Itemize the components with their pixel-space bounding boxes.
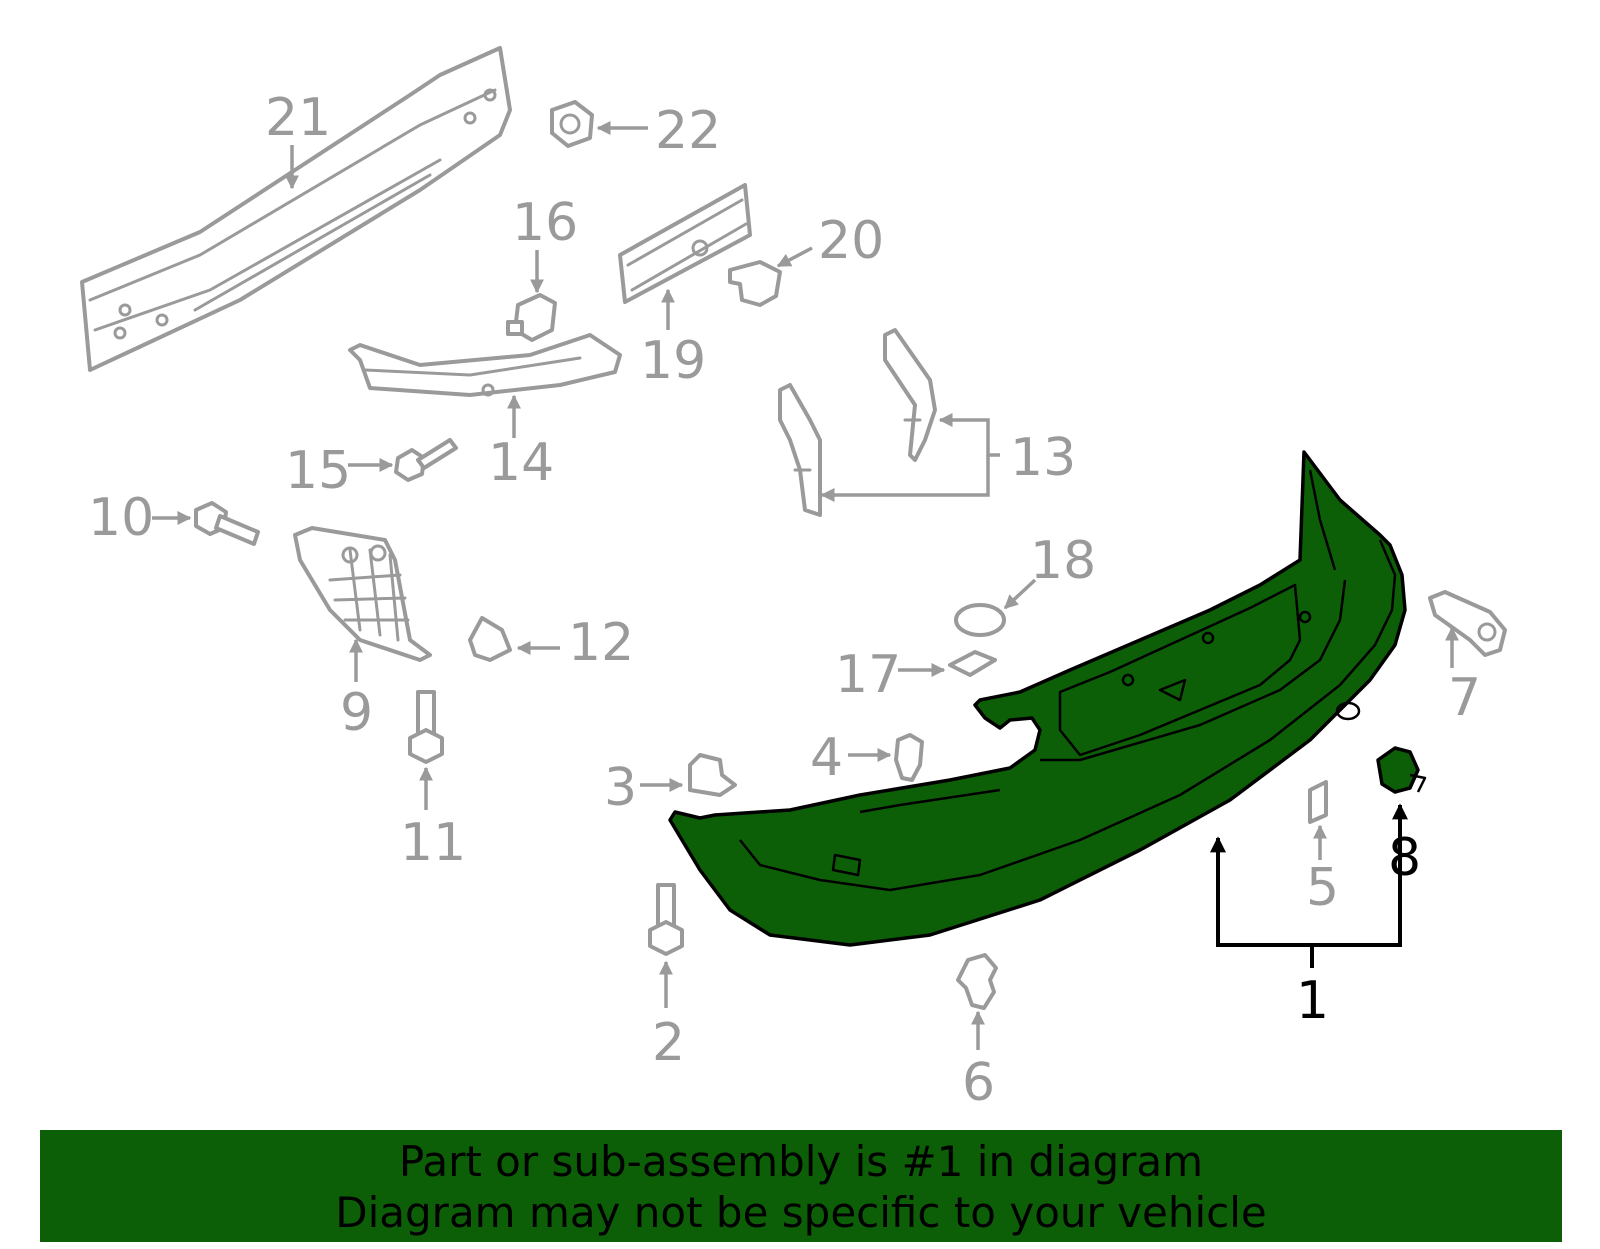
- callout-12: 12: [516, 613, 634, 673]
- part-17-pad[interactable]: [948, 650, 997, 677]
- callout-17: 17: [835, 645, 946, 705]
- part-4-clip[interactable]: [894, 733, 924, 782]
- callout-number-6: 6: [962, 1053, 995, 1113]
- callout-21: 21: [265, 88, 331, 190]
- part-6-push-pin[interactable]: [956, 953, 998, 1010]
- callout-22: 22: [596, 101, 721, 161]
- part-15-bolt[interactable]: [394, 438, 458, 482]
- callout-3: 3: [604, 758, 684, 818]
- part-19-license-bracket[interactable]: [618, 183, 752, 304]
- callout-6: 6: [962, 1010, 995, 1113]
- callout-number-15: 15: [285, 441, 351, 501]
- callout-number-5: 5: [1306, 858, 1339, 918]
- callout-15: 15: [285, 441, 394, 501]
- part-10-bolt[interactable]: [194, 501, 260, 546]
- callout-number-10: 10: [88, 488, 154, 548]
- part-2-bolt[interactable]: [648, 883, 684, 956]
- callout-2: 2: [652, 960, 685, 1073]
- part-13-side-brackets[interactable]: [778, 328, 937, 517]
- callout-number-17: 17: [835, 645, 901, 705]
- part-8-sensor-cap[interactable]: [1376, 746, 1427, 794]
- part-9-side-grille[interactable]: [293, 526, 432, 662]
- banner-line-2: Diagram may not be specific to your vehi…: [335, 1188, 1267, 1237]
- callout-number-18: 18: [1030, 531, 1096, 591]
- callout-4: 4: [810, 728, 892, 788]
- callout-8: 8: [1388, 828, 1421, 888]
- part-16-clip[interactable]: [506, 293, 557, 342]
- callout-number-16: 16: [512, 193, 578, 253]
- callout-19: 19: [640, 288, 706, 391]
- part-5-pad[interactable]: [1308, 780, 1328, 824]
- callout-14: 14: [488, 394, 554, 493]
- part-11-bolt[interactable]: [408, 690, 444, 764]
- callout-number-4: 4: [810, 728, 843, 788]
- part-3-retainer[interactable]: [688, 753, 737, 797]
- callout-10: 10: [88, 488, 192, 548]
- part-7-side-bracket[interactable]: [1428, 590, 1507, 657]
- callout-number-9: 9: [340, 683, 373, 743]
- callout-20: 20: [776, 211, 884, 271]
- info-banner: Part or sub-assembly is #1 in diagram Di…: [40, 1130, 1562, 1242]
- callout-9: 9: [340, 638, 373, 743]
- part-22-nut[interactable]: [550, 100, 594, 148]
- callout-number-20: 20: [818, 211, 884, 271]
- part-12-push-clip[interactable]: [468, 616, 512, 662]
- callout-number-8: 8: [1388, 828, 1421, 888]
- callout-number-1: 1: [1296, 971, 1329, 1031]
- callout-number-21: 21: [265, 88, 331, 148]
- callout-1: 1: [1210, 803, 1408, 1031]
- callout-16: 16: [512, 193, 578, 294]
- part-1-bumper-cover[interactable]: [668, 450, 1407, 947]
- callout-number-7: 7: [1448, 668, 1481, 728]
- callout-number-19: 19: [640, 331, 706, 391]
- banner-line-1: Part or sub-assembly is #1 in diagram: [398, 1137, 1204, 1186]
- callout-number-14: 14: [488, 433, 554, 493]
- callout-number-3: 3: [604, 758, 637, 818]
- callout-number-22: 22: [655, 101, 721, 161]
- callout-5: 5: [1306, 824, 1339, 918]
- callout-7: 7: [1445, 626, 1481, 728]
- part-20-plate[interactable]: [728, 260, 782, 307]
- callout-13: 13: [820, 413, 1076, 502]
- callout-number-2: 2: [652, 1013, 685, 1073]
- callout-18: 18: [1003, 531, 1096, 610]
- callout-11: 11: [400, 766, 466, 873]
- callout-number-11: 11: [400, 813, 466, 873]
- callout-number-12: 12: [568, 613, 634, 673]
- part-18-ring[interactable]: [954, 603, 1006, 637]
- part-14-bracket[interactable]: [348, 333, 622, 397]
- part-21-reinforcement[interactable]: [80, 46, 512, 372]
- callout-number-13: 13: [1010, 428, 1076, 488]
